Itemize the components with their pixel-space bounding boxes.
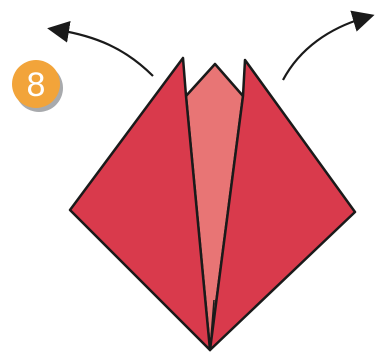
step-number: 8	[27, 68, 46, 102]
right-fold-arrow	[283, 18, 364, 80]
step-badge: 8	[12, 60, 60, 108]
left-fold-arrow	[58, 30, 153, 76]
